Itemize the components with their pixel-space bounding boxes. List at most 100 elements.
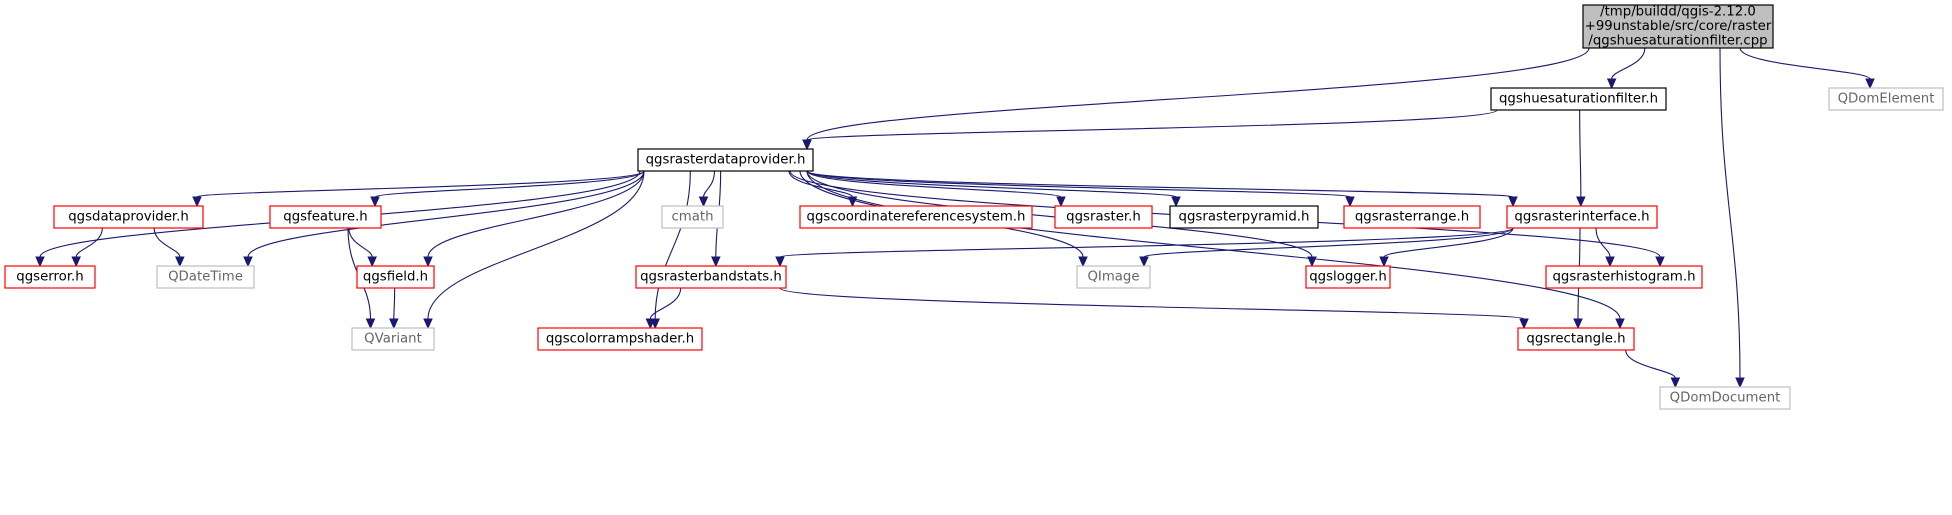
edge-line [1579,109,1582,198]
edge-line [153,227,181,258]
edge-rdp-h-to-cmath [698,170,716,208]
node-interface[interactable]: qgsrasterinterface.h [1506,205,1658,229]
edge-line [806,170,1351,198]
arrowhead [1078,256,1088,268]
edge-line [1625,349,1676,379]
node-box [1169,205,1319,229]
edge-line [374,170,645,198]
node-range[interactable]: qgsrasterrange.h [1343,205,1481,229]
edge-line [1611,47,1646,80]
edge-rdp-h-to-field [423,170,645,268]
node-dataprovider[interactable]: qgsdataprovider.h [53,205,204,229]
node-qimage[interactable]: QImage [1076,265,1151,289]
node-label: qgsrasterinterface.h [1514,210,1649,225]
edge-hsf-h-to-interface [1576,109,1586,208]
node-logger[interactable]: qgslogger.h [1305,265,1391,289]
node-box [269,205,382,229]
node-raster[interactable]: qgsraster.h [1054,205,1153,229]
node-label: QDateTime [168,270,243,285]
edge-rdp-h-to-raster [806,170,1066,208]
node-colorramp[interactable]: qgscolorrampshader.h [537,327,703,351]
edge-line [799,170,1621,320]
arrowhead [423,256,433,268]
arrowhead [1056,196,1066,208]
node-box [637,148,814,172]
arrowhead [1519,318,1529,330]
edge-interface-to-histogram [1595,227,1615,268]
edge-interface-to-logger [1379,227,1514,268]
edge-interface-to-bandstats [775,227,1514,268]
node-label: qgsdataprovider.h [68,210,189,225]
arrowhead [1670,377,1681,389]
node-pyramid[interactable]: qgsrasterpyramid.h [1169,205,1319,229]
arrowhead [1576,196,1586,208]
node-label: /tmp/buildd/qgis-2.12.0 [1600,5,1756,20]
node-error[interactable]: qgserror.h [4,265,96,289]
arrowhead [1573,318,1583,330]
node-label: qgsfeature.h [283,210,367,225]
node-rectangle[interactable]: qgsrectangle.h [1517,327,1635,351]
node-box [1545,265,1703,289]
node-box [1828,87,1944,111]
node-rdp-h[interactable]: qgsrasterdataprovider.h [637,148,814,172]
edge-bandstats-to-colorramp [645,287,682,330]
edge-field-to-qvariant [389,287,399,330]
arrowhead [1606,78,1617,90]
arrowhead [1345,196,1355,208]
node-histogram[interactable]: qgsrasterhistogram.h [1545,265,1703,289]
edge-line [649,287,682,320]
node-label: QVariant [364,332,422,347]
node-box [1076,265,1151,289]
arrowhead [192,196,202,208]
arrowhead [1655,256,1665,268]
edge-rdp-h-to-qvariant [423,170,645,330]
node-label: qgsrasterhistogram.h [1552,270,1695,285]
edge-line [1143,227,1514,258]
node-qvariant[interactable]: QVariant [351,327,435,351]
node-label: qgslogger.h [1309,270,1387,285]
arrowhead [1615,318,1625,330]
node-hsf-h[interactable]: qgshuesaturationfilter.h [1490,87,1667,111]
arrowhead [775,256,785,268]
node-qdatetime[interactable]: QDateTime [156,265,255,289]
edge-rdp-h-to-range [806,170,1355,208]
arrowhead [243,256,253,268]
node-label: /qgshuesaturationfilter.cpp [1588,34,1767,49]
node-qdomelement[interactable]: QDomElement [1828,87,1944,111]
node-box [1517,327,1635,351]
node-root[interactable]: /tmp/buildd/qgis-2.12.0+99unstable/src/c… [1582,4,1774,49]
node-box [1054,205,1153,229]
node-field[interactable]: qgsfield.h [356,265,435,289]
arrowhead [1865,78,1875,90]
arrowhead [1379,256,1389,268]
node-feature[interactable]: qgsfeature.h [269,205,382,229]
node-label: qgsrasterbandstats.h [640,270,782,285]
node-label: qgsfield.h [363,270,428,285]
node-box [4,265,96,289]
arrowhead [175,256,185,268]
edge-line [702,170,716,198]
node-box [351,327,435,351]
edge-line [247,170,645,258]
edge-root-to-qdomdocument [1719,47,1745,389]
arrowhead [802,139,812,151]
arrowhead [1605,256,1615,268]
node-label: QDomElement [1838,92,1935,107]
node-bandstats[interactable]: qgsrasterbandstats.h [635,265,787,289]
node-box [1582,4,1774,49]
arrowhead [423,318,433,330]
edge-line [75,227,103,258]
edge-rdp-h-to-rectangle [799,170,1625,330]
node-box [53,205,204,229]
node-box [635,265,787,289]
edge-rdp-h-to-colorramp [650,170,691,330]
node-cmath[interactable]: cmath [661,205,724,229]
node-crs[interactable]: qgscoordinatereferencesystem.h [799,205,1033,229]
node-qdomdocument[interactable]: QDomDocument [1659,386,1791,410]
node-label: QDomDocument [1670,391,1781,406]
node-label: qgsrasterpyramid.h [1179,210,1310,225]
node-label: qgsrasterrange.h [1355,210,1469,225]
arrowhead [370,196,380,208]
edge-line [1739,47,1871,80]
